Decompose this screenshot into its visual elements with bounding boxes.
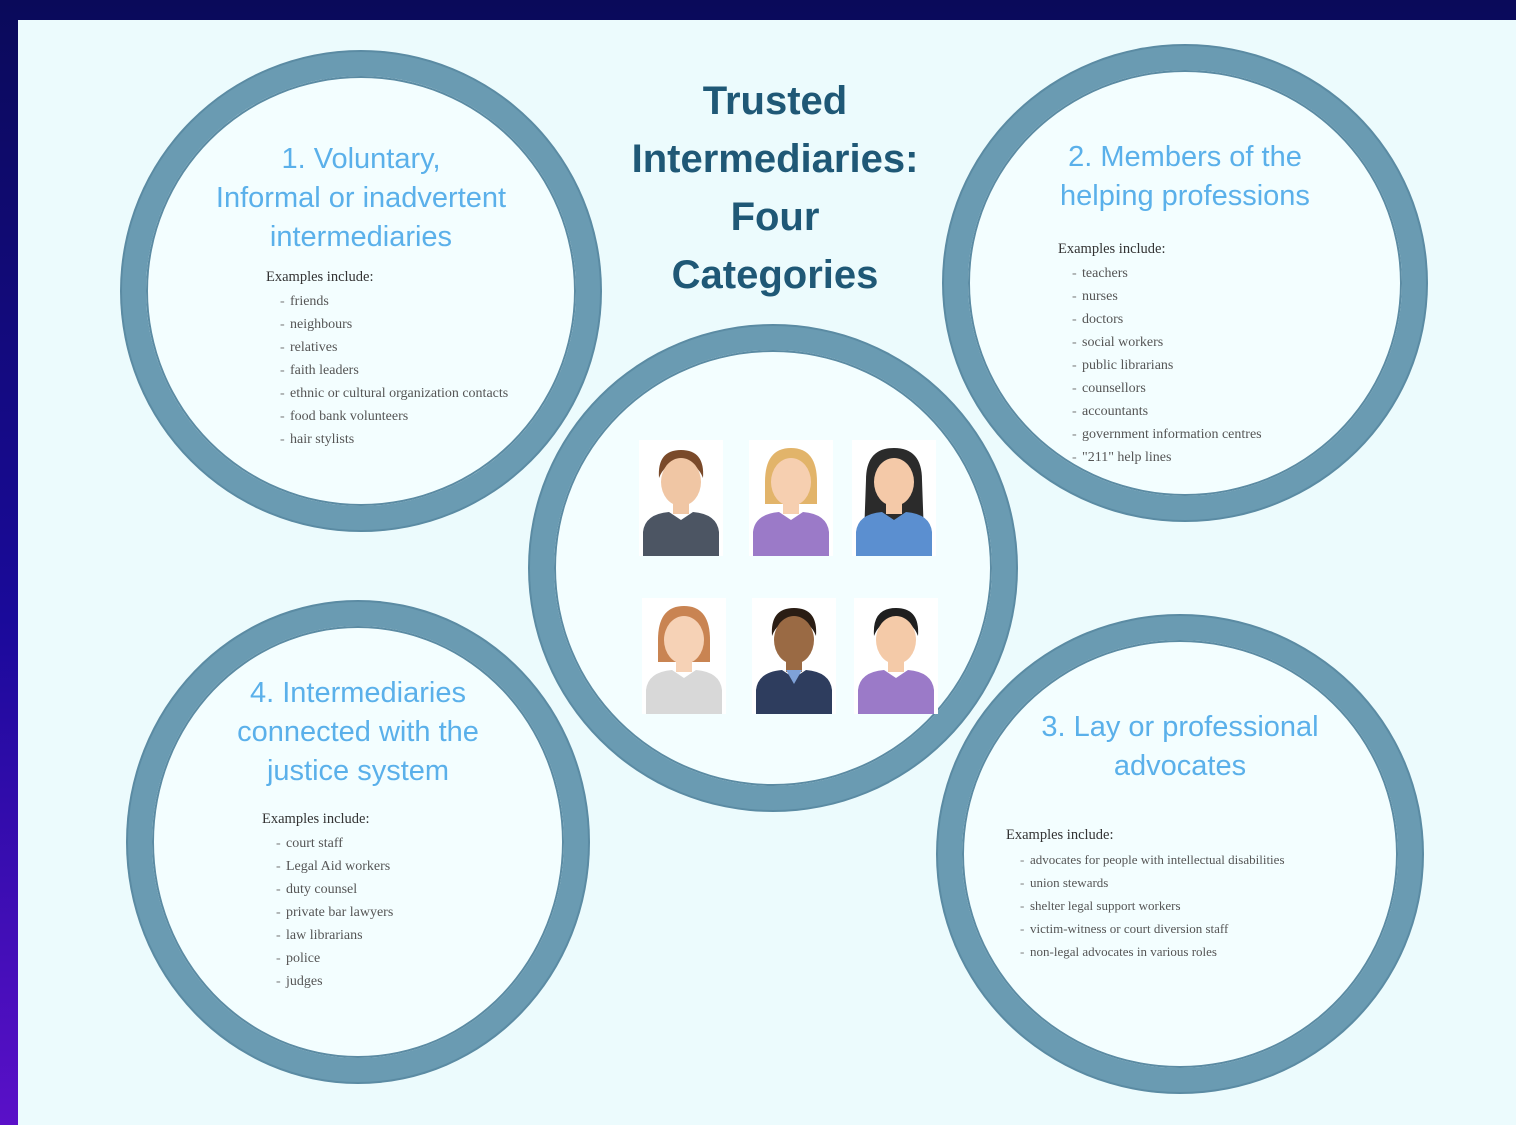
category-title: 3. Lay or professional advocates (962, 708, 1398, 786)
list-item: teachers (1072, 262, 1358, 285)
category-title-line: justice system (266, 755, 450, 787)
examples-label: Examples include: (1058, 241, 1166, 257)
list-item: neighbours (280, 313, 536, 336)
category-circle-4: 4. Intermediaries connected with the jus… (128, 602, 588, 1082)
list-item: court staff (276, 832, 522, 855)
list-item: "211" help lines (1072, 446, 1358, 469)
man-black-hair-icon (854, 598, 938, 714)
list-item: hair stylists (280, 428, 536, 451)
category-title-line: helping professions (1060, 180, 1310, 212)
category-title-line: 4. Intermediaries (250, 677, 466, 709)
list-item: advocates for people with intellectual d… (1020, 848, 1426, 871)
list-item: accountants (1072, 400, 1358, 423)
category-title: 1. Voluntary, Informal or inadvertent in… (146, 140, 576, 257)
title-line: Categories (671, 253, 879, 297)
category-title-line: 1. Voluntary, (281, 143, 441, 175)
list-item: friends (280, 290, 536, 313)
title-line: Four (730, 195, 820, 239)
list-item: law librarians (276, 924, 522, 947)
page-title: Trusted Intermediaries: Four Categories (600, 72, 950, 304)
people-grid (554, 350, 992, 786)
examples-list: Examples include: advocates for people w… (1006, 824, 1426, 963)
list-item: public librarians (1072, 354, 1358, 377)
list-item: counsellors (1072, 377, 1358, 400)
examples-list: Examples include: teachers nurses doctor… (1058, 238, 1358, 469)
list-item: non-legal advocates in various roles (1020, 940, 1426, 963)
category-circle-2: 2. Members of the helping professions Ex… (944, 46, 1426, 520)
category-title: 4. Intermediaries connected with the jus… (152, 674, 564, 791)
list-item: shelter legal support workers (1020, 894, 1426, 917)
list-item: nurses (1072, 285, 1358, 308)
category-circle-3: 3. Lay or professional advocates Example… (938, 616, 1422, 1092)
list-item: union stewards (1020, 871, 1426, 894)
woman-black-hair-icon (852, 440, 936, 556)
woman-red-hair-icon (642, 598, 726, 714)
category-title: 2. Members of the helping professions (968, 138, 1402, 216)
list-item: faith leaders (280, 359, 536, 382)
examples-label: Examples include: (266, 269, 374, 285)
examples-label: Examples include: (1006, 827, 1114, 843)
slide-canvas: Trusted Intermediaries: Four Categories … (18, 20, 1516, 1125)
title-line: Trusted (702, 79, 848, 123)
list-item: duty counsel (276, 878, 522, 901)
category-title-line: 2. Members of the (1068, 141, 1302, 173)
examples-label: Examples include: (262, 811, 370, 827)
list-item: doctors (1072, 308, 1358, 331)
center-people-circle (530, 326, 1016, 810)
man-dark-skin-icon (752, 598, 836, 714)
list-item: social workers (1072, 331, 1358, 354)
list-item: food bank volunteers (280, 405, 536, 428)
category-circle-1: 1. Voluntary, Informal or inadvertent in… (122, 52, 600, 530)
category-title-line: 3. Lay or professional (1041, 711, 1319, 743)
category-title-line: advocates (1113, 750, 1247, 782)
list-item: police (276, 947, 522, 970)
woman-blonde-icon (749, 440, 833, 556)
examples-list: Examples include: court staff Legal Aid … (262, 808, 522, 993)
list-item: relatives (280, 336, 536, 359)
category-title-line: connected with the (237, 716, 479, 748)
man-brown-hair-icon (639, 440, 723, 556)
list-item: Legal Aid workers (276, 855, 522, 878)
category-title-line: intermediaries (269, 221, 453, 253)
list-item: government information centres (1072, 423, 1358, 446)
list-item: ethnic or cultural organization contacts (280, 382, 536, 405)
category-title-line: Informal or inadvertent (215, 182, 507, 214)
list-item: private bar lawyers (276, 901, 522, 924)
list-item: judges (276, 970, 522, 993)
list-item: victim-witness or court diversion staff (1020, 917, 1426, 940)
examples-list: Examples include: friends neighbours rel… (266, 266, 536, 451)
title-line: Intermediaries: (631, 137, 919, 181)
